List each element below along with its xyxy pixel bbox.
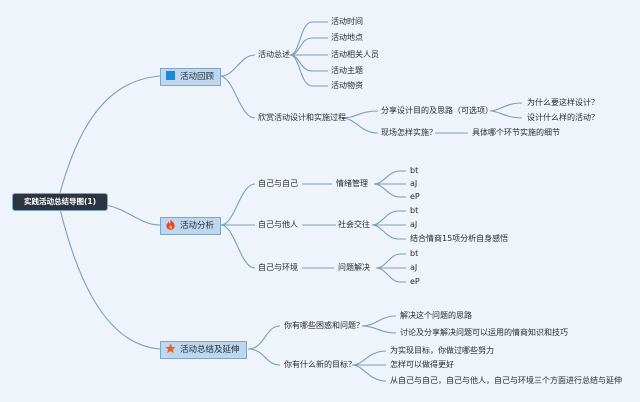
node-summary[interactable]: 活动总述 xyxy=(258,50,290,59)
node-problem-solving[interactable]: 问题解决 xyxy=(338,263,370,272)
leaf-do-better[interactable]: 怎样可以做得更好 xyxy=(390,360,454,369)
leaf-aj[interactable]: aJ xyxy=(410,220,418,229)
leaf-ep[interactable]: eP xyxy=(410,192,420,201)
root-node[interactable]: 实践活动总结导图(1) xyxy=(12,193,108,211)
node-how-implement[interactable]: 现场怎样实施？ xyxy=(381,128,437,137)
b2-to-self xyxy=(220,183,256,226)
leaf-time[interactable]: 活动时间 xyxy=(331,17,363,26)
node-design-purpose[interactable]: 分享设计目的及思路（可选项） xyxy=(381,106,493,115)
leaf-bt[interactable]: bt xyxy=(410,166,419,175)
node-social-interaction[interactable]: 社会交往 xyxy=(338,220,370,229)
node-confusions[interactable]: 你有哪些困惑和问题？ xyxy=(284,321,364,330)
leaf-bt[interactable]: bt xyxy=(410,249,419,258)
leaf-aj[interactable]: aJ xyxy=(410,263,418,272)
b1-to-appreciate xyxy=(220,75,256,119)
leaf-why-design[interactable]: 为什么要这样设计？ xyxy=(527,98,599,107)
b2-to-env xyxy=(220,224,256,269)
star-icon xyxy=(165,343,176,354)
root-to-branch-1 xyxy=(59,75,161,194)
leaf-solution-ideas[interactable]: 解决这个问题的思路 xyxy=(400,311,472,320)
leaf-supplies[interactable]: 活动物资 xyxy=(331,81,363,90)
leaf-discuss-share[interactable]: 讨论及分享解决问题可以运用的情商知识和技巧 xyxy=(400,328,568,337)
node-appreciate-process[interactable]: 欣赏活动设计和实施过程 xyxy=(258,113,346,122)
leaf-people[interactable]: 活动相关人员 xyxy=(331,50,379,59)
leaf-three-aspects[interactable]: 从自己与自己，自己与他人，自己与环境三个方面进行总结与延伸 xyxy=(390,376,622,385)
b3-to-goal xyxy=(247,348,281,366)
leaf-bt[interactable]: bt xyxy=(410,206,419,215)
leaf-what-activity[interactable]: 设计什么样的活动？ xyxy=(527,113,599,122)
node-self-others[interactable]: 自己与他人 xyxy=(258,220,298,229)
branch-label: 活动分析 xyxy=(180,221,215,231)
node-self-environment[interactable]: 自己与环境 xyxy=(258,263,298,272)
b3-to-question xyxy=(247,325,281,350)
leaf-efforts[interactable]: 为实现目标，你做过哪些努力 xyxy=(390,346,494,355)
branch-summary-extension[interactable]: 活动总结及延伸 xyxy=(160,341,247,359)
leaf-ep[interactable]: eP xyxy=(410,277,420,286)
node-emotion-management[interactable]: 情绪管理 xyxy=(336,179,368,188)
root-to-branch-2 xyxy=(105,204,161,226)
branch-label: 活动总结及延伸 xyxy=(180,345,240,355)
blue-square-icon xyxy=(165,70,176,81)
node-self-self[interactable]: 自己与自己 xyxy=(258,179,298,188)
node-new-goals[interactable]: 你有什么新的目标？ xyxy=(284,360,356,369)
branch-activity-review[interactable]: 活动回顾 xyxy=(160,68,222,86)
leaf-eq-analysis[interactable]: 结合情商15项分析自身感悟 xyxy=(410,234,509,243)
fire-icon xyxy=(165,219,176,230)
root-to-branch-3 xyxy=(59,208,161,350)
leaf-place[interactable]: 活动地点 xyxy=(331,33,363,42)
leaf-theme[interactable]: 活动主题 xyxy=(331,66,363,75)
leaf-step-details[interactable]: 具体哪个环节实施的细节 xyxy=(472,128,560,137)
branch-activity-analysis[interactable]: 活动分析 xyxy=(160,217,222,235)
b1-to-summary xyxy=(220,54,256,77)
leaf-aj[interactable]: aJ xyxy=(410,179,418,188)
branch-label: 活动回顾 xyxy=(180,72,215,82)
